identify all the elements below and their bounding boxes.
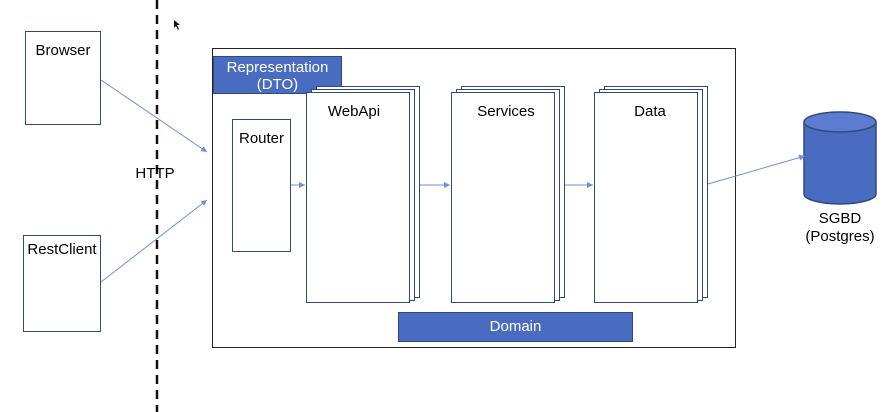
domain-label: Domain [489,318,542,335]
http-label: HTTP [135,165,175,182]
arrow-restclient-to-system [100,199,208,283]
data-label: Data [634,103,666,120]
arrow-browser-to-system [100,79,208,153]
webapi-label: WebApi [327,103,381,120]
webapi-box: WebApi [306,92,410,303]
restclient-label: RestClient [27,241,97,258]
domain-bar: Domain [398,312,633,342]
services-box: Services [451,92,555,303]
restclient-box: RestClient [23,235,101,332]
data-box: Data [594,92,698,303]
database-cylinder-icon [803,111,877,205]
router-box: Router [232,119,291,252]
database-label-line2: (Postgres) [805,228,875,245]
browser-box: Browser [25,31,101,125]
representation-dto-label: (DTO) [256,76,299,93]
services-label: Services [477,103,535,120]
database-label: SGBD (Postgres) [795,210,885,246]
database-label-line1: SGBD [818,210,862,227]
router-label: Router [238,130,285,147]
representation-dto-bar: Representation (DTO) [213,56,342,94]
representation-label: Representation [226,59,329,76]
browser-label: Browser [35,42,91,59]
